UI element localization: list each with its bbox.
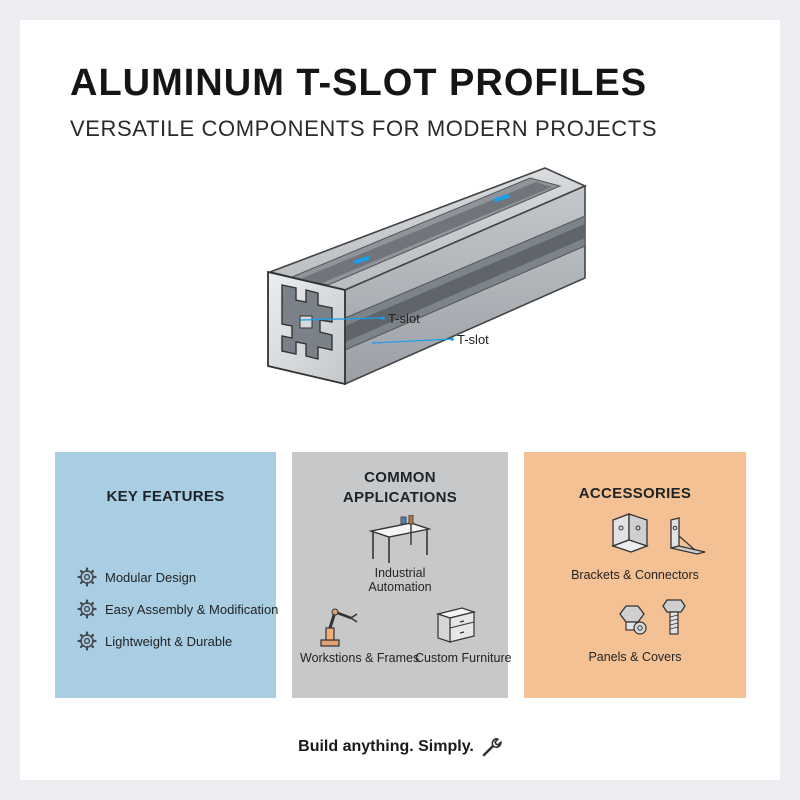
brackets-connectors-label: Brackets & Connectors — [571, 568, 699, 582]
callout-t-slot-2: T-slot — [457, 332, 489, 347]
feature-item: Lightweight & Durable — [77, 631, 232, 651]
bracket-icon — [670, 517, 706, 555]
table-icon — [368, 515, 432, 563]
key-features-panel: KEY FEATURES Modular Design Easy — [55, 452, 278, 698]
industrial-automation-label-2: Automation — [368, 580, 432, 594]
applications-title-line2: APPLICATIONS — [342, 489, 458, 506]
cabinet-icon — [435, 607, 477, 643]
key-features-title: KEY FEATURES — [106, 488, 225, 505]
footer-tagline: Build anything. Simply. — [0, 736, 800, 758]
workstations-label: Workstions & Frames — [300, 651, 420, 665]
industrial-automation-label-1: Industrial — [374, 566, 426, 580]
t-slot-profile-illustration: T-slot T-slot — [267, 167, 587, 386]
accessories-panel: ACCESSORIES Brackets & Connectors Panels… — [524, 452, 746, 698]
applications-title-line1: COMMON — [364, 469, 436, 486]
page-title: ALUMINUM T-SLOT PROFILES — [70, 62, 648, 104]
feature-label: Easy Assembly & Modification — [105, 601, 279, 617]
common-applications-panel: COMMON APPLICATIONS Industrial Automatio… — [292, 452, 512, 698]
feature-label: Lightweight & Durable — [105, 633, 233, 649]
feature-label: Modular Design — [105, 569, 197, 585]
page-subtitle: VERSATILE COMPONENTS FOR MODERN PROJECTS — [70, 116, 658, 141]
bolt-icon — [619, 605, 647, 635]
gear-icon — [77, 599, 97, 619]
bracket-icon — [611, 513, 649, 553]
accessories-title: ACCESSORIES — [578, 485, 692, 502]
robot-arm-icon — [320, 608, 358, 647]
panels-covers-label: Panels & Covers — [588, 650, 682, 664]
feature-item: Easy Assembly & Modification — [77, 599, 278, 619]
callout-t-slot-1: T-slot — [388, 311, 420, 326]
gear-icon — [77, 631, 97, 651]
custom-furniture-label: Custom Furniture — [415, 651, 512, 665]
tagline-text: Build anything. Simply. — [298, 738, 474, 755]
gear-icon — [77, 567, 97, 587]
bolt-icon — [662, 599, 686, 635]
wrench-icon — [482, 738, 502, 757]
feature-item: Modular Design — [77, 567, 196, 587]
